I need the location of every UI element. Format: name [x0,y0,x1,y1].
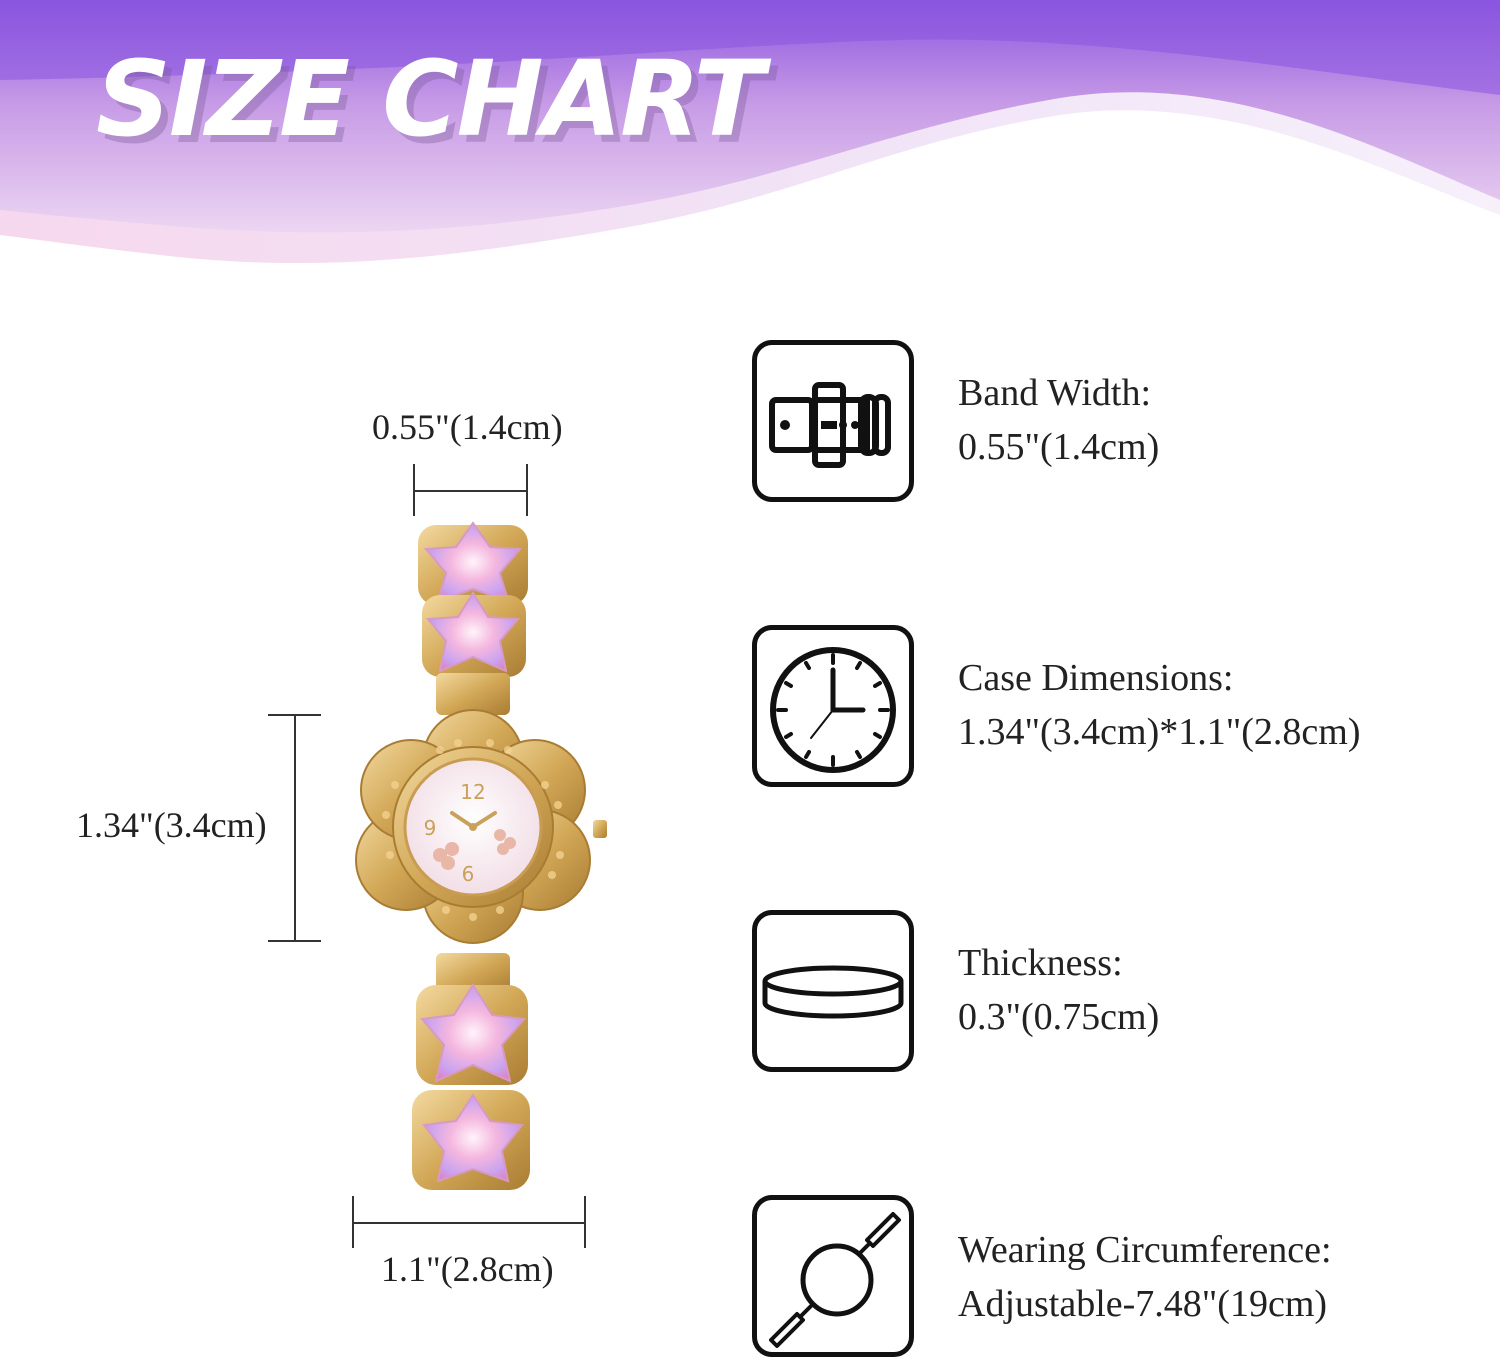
page-title: SIZE CHART [96,38,764,160]
case-height-dimension-tick-bottom [268,940,321,942]
case-height-dimension-line [294,714,296,942]
spec-wearing-circumference: Wearing Circumference: Adjustable-7.48"(… [958,1223,1332,1331]
svg-text:6: 6 [462,862,475,886]
spec-band-width: Band Width: 0.55"(1.4cm) [958,366,1159,474]
header-wave-graphic [0,0,1500,264]
case-width-dimension-line [352,1222,586,1224]
watch-product-image: 12 9 6 [340,515,610,1210]
spec-case-dimensions-value: 1.34"(3.4cm)*1.1"(2.8cm) [958,711,1361,753]
spec-thickness-value: 0.3"(0.75cm) [958,996,1160,1038]
spec-thickness: Thickness: 0.3"(0.75cm) [958,936,1159,1044]
spec-wearing-circumference-value: Adjustable-7.48"(19cm) [958,1283,1328,1325]
svg-text:9: 9 [424,816,437,840]
case-width-dimension-tick-right [584,1196,586,1248]
band-width-dimension-tick-right [526,464,528,516]
clock-icon [752,625,914,787]
case-height-dimension-label: 1.34"(3.4cm) [76,805,267,845]
band-width-dimension-line [413,490,528,492]
header-banner: SIZE CHART [0,0,1500,300]
wearing-circumference-icon [752,1195,914,1357]
case-width-dimension-label: 1.1"(2.8cm) [381,1249,554,1289]
spec-band-width-label: Band Width: [958,372,1152,414]
band-width-dimension-tick-left [413,464,415,516]
case-height-dimension-tick-top [268,714,321,716]
thickness-disc-icon [752,910,914,1072]
watch-band-icon [752,340,914,502]
spec-band-width-value: 0.55"(1.4cm) [958,426,1160,468]
spec-thickness-label: Thickness: [958,942,1123,984]
case-width-dimension-tick-left [352,1196,354,1248]
spec-case-dimensions-label: Case Dimensions: [958,657,1234,699]
spec-wearing-circumference-label: Wearing Circumference: [958,1229,1332,1271]
spec-case-dimensions: Case Dimensions: 1.34"(3.4cm)*1.1"(2.8cm… [958,651,1361,759]
svg-text:12: 12 [460,780,485,804]
band-width-dimension-label: 0.55"(1.4cm) [372,407,563,447]
